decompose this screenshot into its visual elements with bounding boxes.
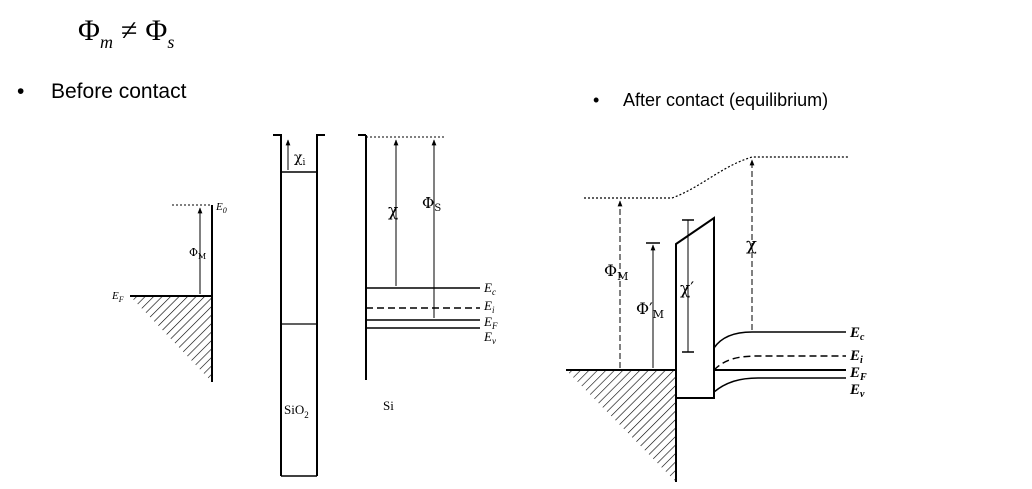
before-contact-label: Before contact bbox=[51, 80, 187, 103]
not-equal-sign: ≠ bbox=[120, 14, 138, 47]
metal-band: E0 EF ΦM bbox=[111, 201, 227, 382]
label-phi-m-after: ΦM bbox=[604, 261, 628, 283]
label-ev-after: Ev bbox=[849, 382, 865, 400]
vacuum-level-after bbox=[584, 156, 848, 199]
subscript-s: s bbox=[167, 32, 175, 52]
label-chi-prime: χ′ bbox=[680, 279, 694, 299]
oxide-left-edge bbox=[273, 134, 282, 476]
oxide-right-edge bbox=[316, 134, 325, 476]
label-ef-metal: EF bbox=[111, 290, 124, 304]
oxide-band: χi SiO2 bbox=[273, 134, 325, 477]
silicon-band: χ ΦS Ec Ei EF Ev Si bbox=[358, 134, 498, 413]
label-phi-m: ΦM bbox=[189, 246, 206, 261]
label-ei: Ei bbox=[483, 298, 495, 315]
label-chi-i: χi bbox=[294, 150, 305, 168]
before-contact-diagram: E0 EF ΦM χi SiO2 χ ΦS bbox=[111, 134, 498, 477]
subscript-m: m bbox=[99, 32, 113, 52]
si-ec-after bbox=[713, 331, 846, 349]
after-contact-heading: • After contact (equilibrium) bbox=[593, 90, 828, 111]
phi-symbol: Φ bbox=[78, 14, 100, 47]
filled-states-hatch bbox=[130, 296, 212, 382]
bullet-icon: • bbox=[593, 90, 600, 110]
label-ef-after: EF bbox=[849, 365, 867, 383]
work-function-condition: Φm≠Φs bbox=[78, 14, 174, 52]
label-chi: χ bbox=[388, 201, 398, 221]
phi-symbol: Φ bbox=[145, 14, 168, 47]
bullet-icon: • bbox=[17, 80, 25, 103]
label-e0: E0 bbox=[215, 201, 227, 215]
label-ev: Ev bbox=[483, 329, 496, 346]
before-contact-heading: • Before contact bbox=[17, 80, 186, 104]
after-contact-label: After contact (equilibrium) bbox=[623, 90, 829, 110]
label-si: Si bbox=[383, 398, 394, 413]
label-phi-s: ΦS bbox=[422, 194, 441, 214]
label-ef-si: EF bbox=[483, 314, 498, 331]
si-ei-after bbox=[713, 355, 846, 371]
after-contact-diagram: ΦM Φ′M χ′ χ Ec Ei EF Ev bbox=[566, 156, 867, 482]
label-chi-after: χ bbox=[746, 234, 757, 255]
oxide-barrier bbox=[675, 216, 715, 399]
filled-states-hatch-after bbox=[566, 370, 676, 482]
label-phi-m-prime: Φ′M bbox=[636, 299, 664, 321]
label-ec-after: Ec bbox=[849, 325, 865, 343]
si-ev-after bbox=[713, 377, 846, 393]
label-ec: Ec bbox=[483, 280, 496, 297]
label-ei-after: Ei bbox=[849, 348, 863, 366]
label-sio2: SiO2 bbox=[284, 402, 309, 420]
